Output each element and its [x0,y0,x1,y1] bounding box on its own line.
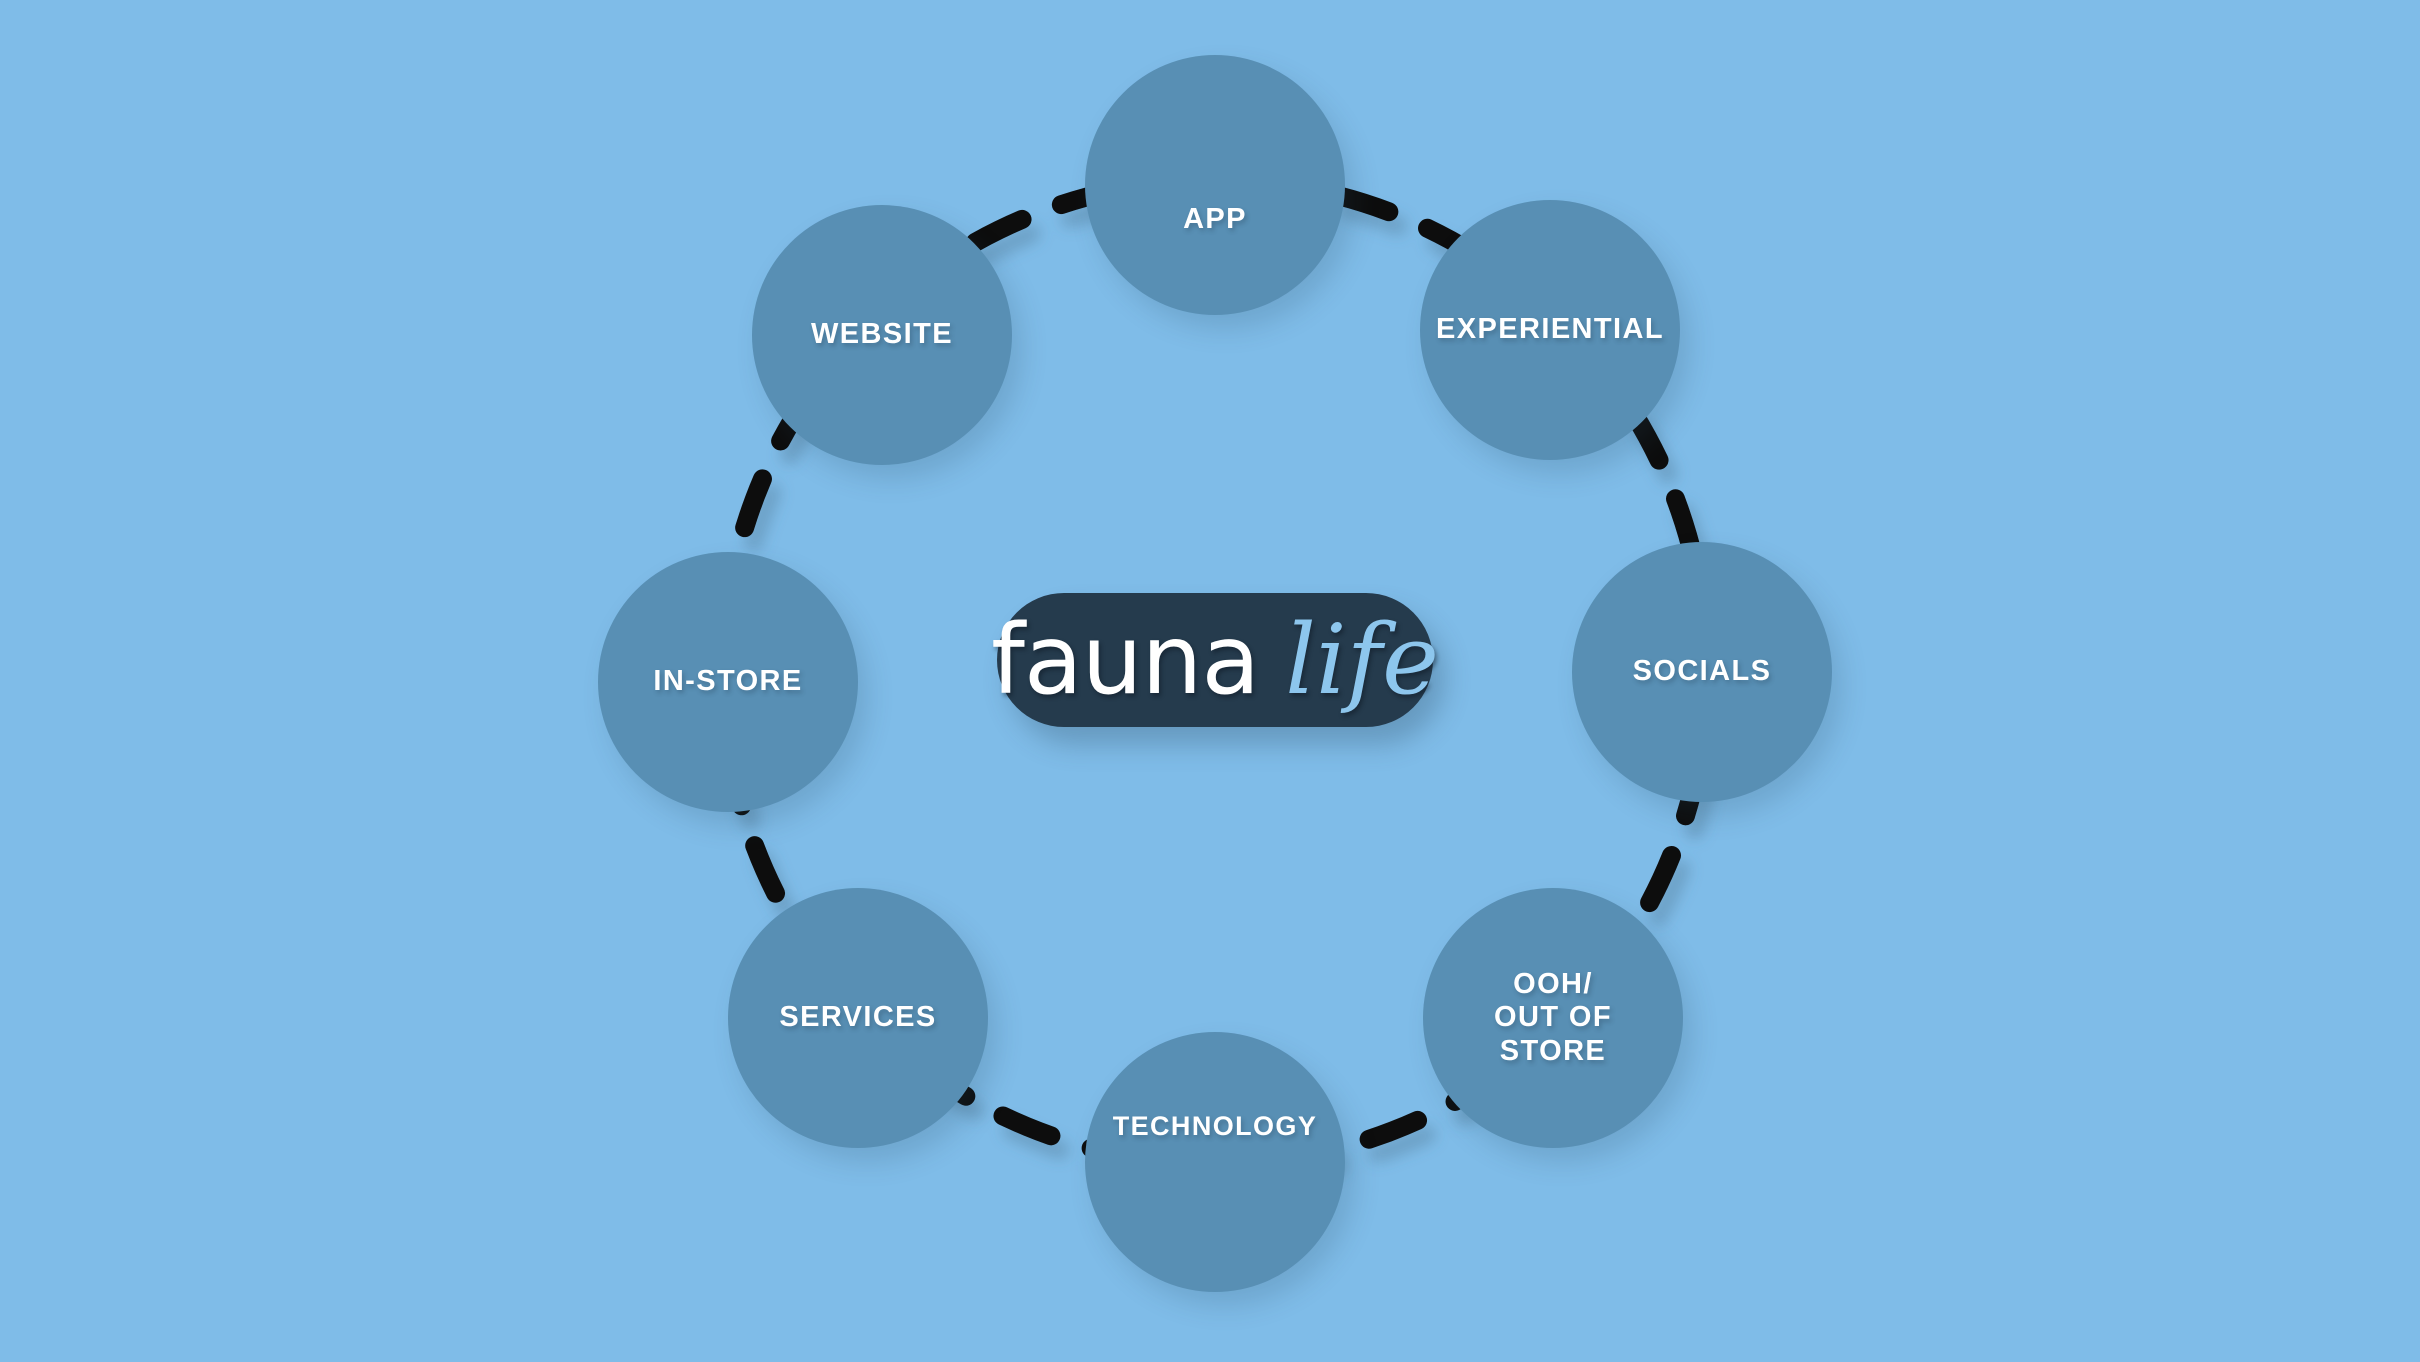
node-circle[interactable]: TECHNOLOGY [1085,1032,1345,1292]
node-circle[interactable]: IN-STORE [598,552,858,812]
node-label: OOH/ OUT OF STORE [1494,967,1612,1067]
node-circle[interactable]: OOH/ OUT OF STORE [1423,888,1683,1148]
node-circle[interactable]: EXPERIENTIAL [1420,200,1680,460]
logo-primary-word: fauna [991,604,1260,716]
node-label: SOCIALS [1632,655,1772,688]
node-circle[interactable]: SERVICES [728,888,988,1148]
node-label: SERVICES [779,1001,937,1034]
node-label: APP [1183,203,1247,236]
node-circle[interactable]: WEBSITE [752,205,1012,465]
brand-logo-text: fauna life [991,604,1439,716]
node-label: EXPERIENTIAL [1436,313,1664,346]
logo-secondary-word: life [1285,604,1439,716]
brand-logo-pill: fauna life [991,593,1439,727]
node-circle[interactable]: SOCIALS [1572,542,1832,802]
node-label: WEBSITE [811,318,953,351]
node-label: TECHNOLOGY [1112,1111,1318,1142]
node-circle[interactable]: APP [1085,55,1345,315]
node-label: IN-STORE [653,665,803,698]
